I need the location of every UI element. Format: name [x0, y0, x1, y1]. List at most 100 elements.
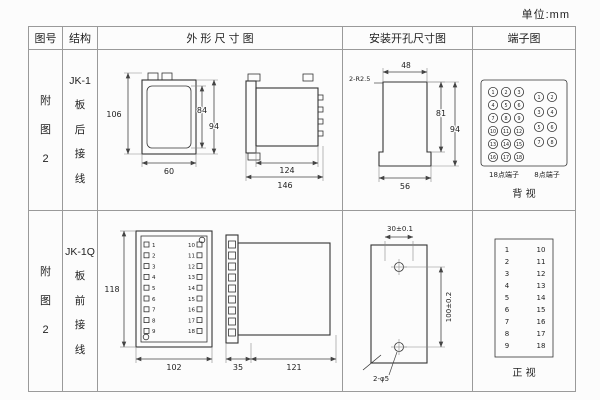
structure-char: 线: [74, 343, 86, 356]
install-drawing-cell-1: 2-R2.5 48 81 94: [342, 49, 473, 211]
terminal-number-right: 10: [537, 246, 546, 254]
terminal-box: [480, 79, 568, 167]
terminal-number: 2: [504, 90, 507, 96]
front-view-shape: [135, 230, 213, 348]
terminal-square: [143, 295, 150, 302]
terminal-number-left: 2: [505, 258, 509, 266]
terminal-number: 7: [491, 116, 494, 122]
terminal-number: 8: [152, 318, 156, 324]
terminal-number: 13: [490, 142, 496, 148]
side-view-dimensions: 35 121: [225, 335, 337, 372]
terminal-number: 7: [152, 308, 156, 314]
terminal-number: 1: [491, 90, 494, 96]
terminal-number: 11: [503, 129, 509, 135]
terminal-number-left: 3: [505, 270, 509, 278]
terminal-square: [228, 328, 236, 337]
terminal-number: 17: [503, 155, 509, 161]
structure-char: 板: [74, 99, 86, 112]
terminal-number: 3: [517, 90, 520, 96]
terminal-number: 18: [188, 329, 195, 335]
terminal-square: [143, 241, 150, 248]
terminal-box: [494, 238, 554, 358]
terminal-number: 10: [490, 129, 496, 135]
terminal-square: [228, 273, 236, 282]
side-view-terminals: [228, 240, 236, 337]
terminal-square: [228, 284, 236, 293]
terminal-number: 2: [152, 254, 156, 260]
terminal-number: 7: [537, 140, 540, 146]
dim-121: 121: [286, 363, 301, 372]
dim-124: 124: [279, 166, 294, 175]
dim-100: 100±0.2: [445, 292, 453, 322]
terminal-circle: [534, 137, 545, 148]
dim-60: 60: [164, 167, 174, 176]
terminal-circle: [487, 139, 498, 150]
side-view-shape: [245, 73, 324, 161]
terminal-number-right: 15: [537, 306, 546, 314]
terminal-circle: [514, 113, 525, 124]
terminal-circle: [487, 126, 498, 137]
terminal-square: [228, 306, 236, 315]
dim-corner-radius: 2-R2.5: [349, 75, 370, 83]
front-view-dimensions: 118 102: [103, 230, 213, 372]
terminal-number: 9: [152, 329, 156, 335]
grid8-label: 8点端子: [534, 170, 559, 179]
terminal-square: [196, 274, 203, 280]
header-terminal: 端子图: [472, 26, 576, 50]
terminal-circle: [534, 107, 545, 118]
unit-label: 单位:mm: [521, 9, 570, 21]
terminal-number: 4: [152, 275, 156, 281]
terminal-number-right: 16: [537, 318, 546, 326]
structure-char: 板: [74, 270, 86, 283]
dim-118: 118: [104, 285, 119, 294]
terminal-square: [196, 295, 203, 302]
fig-no-cell-2: 附 图 2: [28, 210, 63, 392]
terminal-square: [196, 284, 203, 291]
terminal-number: 16: [490, 155, 496, 161]
terminal-square: [143, 328, 150, 334]
dim-146: 146: [277, 181, 292, 190]
dim-106: 106: [106, 110, 121, 119]
terminal-number: 2: [550, 95, 553, 101]
dim-30: 30±0.1: [387, 225, 413, 233]
terminal-number: 6: [152, 297, 156, 303]
terminal-square: [228, 251, 236, 260]
dim-81: 81: [436, 109, 446, 118]
fig-char: 图: [40, 123, 51, 136]
structure-cell-1: JK-1 板 后 接 线: [62, 49, 98, 211]
terminal-square: [143, 284, 150, 291]
terminal-number-right: 13: [537, 282, 546, 290]
cutout-shape: [378, 81, 432, 167]
terminal-number: 13: [188, 275, 195, 281]
terminal-number-right: 11: [537, 258, 546, 266]
terminal-square: [143, 274, 150, 280]
panel-shape: [362, 244, 428, 371]
grid18-label: 18点端子: [489, 170, 519, 179]
terminal-number: 15: [188, 297, 195, 303]
terminal-number-left: 1: [505, 246, 509, 254]
structure-char: 接: [74, 148, 86, 161]
fig-char: 2: [42, 323, 49, 336]
terminal-circle: [547, 137, 558, 148]
cutout-dimensions: 2-R2.5 48 81 94: [349, 61, 461, 191]
terminal-square: [196, 263, 203, 269]
terminal-number-right: 18: [537, 342, 546, 350]
terminal-number: 1: [152, 243, 156, 249]
install-drawing-jk1: 2-R2.5 48 81 94: [349, 61, 461, 191]
dim-94: 94: [450, 125, 460, 134]
terminal-number: 3: [537, 110, 540, 116]
terminal-square: [196, 252, 203, 259]
dim-102: 102: [166, 363, 181, 372]
terminal-square: [228, 295, 236, 304]
terminal-circle: [487, 152, 498, 163]
row-jk1q: 附 图 2 JK-1Q 板 前 接 线: [28, 210, 576, 392]
terminal-number: 4: [550, 110, 553, 116]
fig-char: 附: [40, 94, 51, 107]
